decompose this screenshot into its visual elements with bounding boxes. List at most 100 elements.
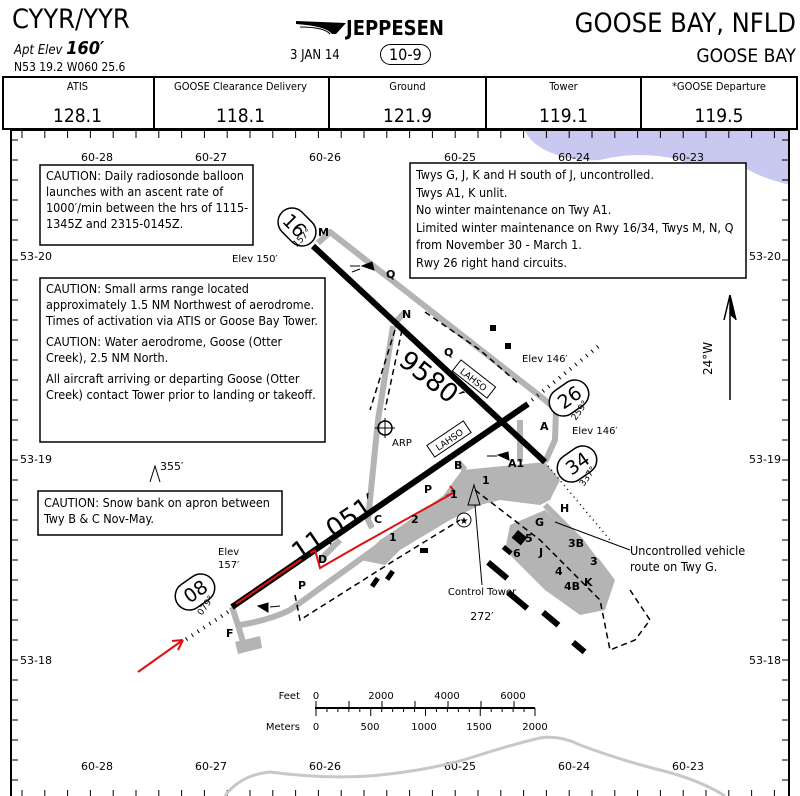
lat-label: 53-20 xyxy=(20,250,52,263)
rwy-08-elev-label: Elev xyxy=(218,547,239,558)
twy-n: N xyxy=(402,308,411,321)
tower-elev: 272′ xyxy=(470,610,494,623)
lat-label: 53-18 xyxy=(20,654,52,667)
svg-text:★: ★ xyxy=(460,516,469,527)
terrain-contour xyxy=(223,735,726,796)
lahso-marker: LAHSO xyxy=(426,420,472,458)
apt-elev: Apt Elev 160′ xyxy=(14,38,104,59)
scale-feet-tick: 2000 xyxy=(368,691,393,702)
magnetic-variation: 24°W xyxy=(701,342,715,375)
freq-label: *GOOSE Departure xyxy=(671,80,767,93)
apron-label: 4B xyxy=(564,580,580,593)
route-arrowhead-icon xyxy=(445,485,456,497)
uncontrolled-note: Uncontrolled vehicle route on Twy G. xyxy=(630,543,746,574)
lon-label: 60-28 xyxy=(81,760,113,773)
freq-tower: Tower 119.1 xyxy=(487,78,642,130)
dashed-boundaries xyxy=(294,311,651,652)
grid-labels: 60-28 60-27 60-26 60-25 60-24 60-23 60-2… xyxy=(20,151,781,773)
lon-label: 60-24 xyxy=(558,151,590,164)
apron-labels: 1 1 2 1 5 6 3B 3 4 4B xyxy=(389,474,598,593)
control-tower-icon xyxy=(467,483,481,506)
approach-lights-08 xyxy=(183,610,230,642)
freq-value: 119.1 xyxy=(539,105,588,127)
twy-a1: A1 xyxy=(508,457,524,470)
rwy-16-elev: Elev 150′ xyxy=(232,254,278,265)
tower-label: Control Tower xyxy=(448,587,517,598)
wind-cone-icon xyxy=(487,451,510,461)
airport-coords: N53 19.2 W060 25.6 xyxy=(14,60,126,74)
scale-bar: Feet Meters 0 2000 4000 6000 0 500 1000 … xyxy=(266,691,548,733)
tower-beacon-icon: ★ xyxy=(456,512,472,528)
twy-p: P xyxy=(298,579,306,592)
note-line: Twys A1, K unlit. xyxy=(416,184,508,200)
elevations: Elev 150′ Elev 157′ Elev 146′ Elev 146′ xyxy=(218,254,618,571)
freq-label: Ground xyxy=(389,80,426,93)
approach-arrow-icon xyxy=(137,639,184,673)
water-area xyxy=(525,131,790,185)
apron-label: 3 xyxy=(590,555,598,568)
twy-k: K xyxy=(584,576,593,589)
twy-d: D xyxy=(318,553,327,566)
freq-value: 121.9 xyxy=(383,105,432,127)
note-line: No winter maintenance on Twy A1. xyxy=(416,202,612,217)
chart-number: 10-9 xyxy=(380,44,431,65)
note-line: Rwy 26 right hand circuits. xyxy=(416,254,567,270)
note-line: Twys G, J, K and H south of J, uncontrol… xyxy=(416,167,654,182)
obstacle-icon xyxy=(149,464,161,483)
twy-h: H xyxy=(560,502,569,515)
lat-label: 53-19 xyxy=(20,453,52,466)
taxiway-notes-box xyxy=(409,162,747,279)
tower-leader xyxy=(474,504,483,586)
freq-ground: Ground 121.9 xyxy=(330,78,487,130)
scale-feet-tick: 0 xyxy=(313,691,319,702)
apron-label: 2 xyxy=(411,513,419,526)
frame-ticks xyxy=(12,131,789,796)
arp-label: ARP xyxy=(392,438,412,449)
twy-j: J xyxy=(538,546,543,559)
uncontrolled-leader xyxy=(554,521,631,551)
freq-label: Tower xyxy=(549,80,578,93)
apron-f xyxy=(235,636,262,654)
freq-value: 118.1 xyxy=(216,105,265,127)
lon-label: 60-26 xyxy=(309,151,341,164)
twy-g: G xyxy=(535,516,544,529)
apt-elev-label: Apt Elev xyxy=(14,43,63,58)
freq-label: ATIS xyxy=(66,80,89,93)
freq-clearance: GOOSE Clearance Delivery 118.1 xyxy=(153,78,330,130)
wind-cone-icon xyxy=(256,602,281,613)
note-line: Limited winter maintenance on Rwy 16/34,… xyxy=(416,219,734,253)
brand: JEPPESEN xyxy=(346,16,444,40)
lon-label: 60-26 xyxy=(309,760,341,773)
apron-label: 1 xyxy=(389,531,397,544)
scale-meters-label: Meters xyxy=(266,722,300,733)
scale-meters-tick: 1500 xyxy=(466,722,491,733)
scale-meters-tick: 2000 xyxy=(522,722,547,733)
twy-a: A xyxy=(540,420,549,433)
apron-east xyxy=(505,510,615,615)
scale-meters-tick: 500 xyxy=(360,722,379,733)
lon-label: 60-27 xyxy=(195,760,227,773)
freq-label: GOOSE Clearance Delivery xyxy=(174,80,307,93)
lon-label: 60-27 xyxy=(195,151,227,164)
lon-label: 60-25 xyxy=(444,151,476,164)
apron-label: 3B xyxy=(568,537,584,550)
apron-label: 4 xyxy=(555,565,563,578)
map-frame xyxy=(10,129,790,796)
freq-departure: *GOOSE Departure 119.5 xyxy=(642,78,796,130)
twy-f: F xyxy=(226,627,234,640)
apron-label: 1 xyxy=(450,488,458,501)
rwy-34-elev: Elev 146′ xyxy=(572,426,618,437)
scale-feet-tick: 6000 xyxy=(500,691,525,702)
taxi-route xyxy=(235,491,456,605)
buildings xyxy=(370,325,587,655)
note-para: CAUTION: Water aerodrome, Goose (Otter C… xyxy=(46,334,283,365)
apron-label: 6 xyxy=(513,547,521,560)
caution-radiosonde-box xyxy=(39,164,254,246)
freq-value: 119.5 xyxy=(694,105,744,127)
jeppesen-logo xyxy=(296,18,346,40)
arp-icon xyxy=(375,418,395,438)
approach-lights-34 xyxy=(547,465,611,541)
